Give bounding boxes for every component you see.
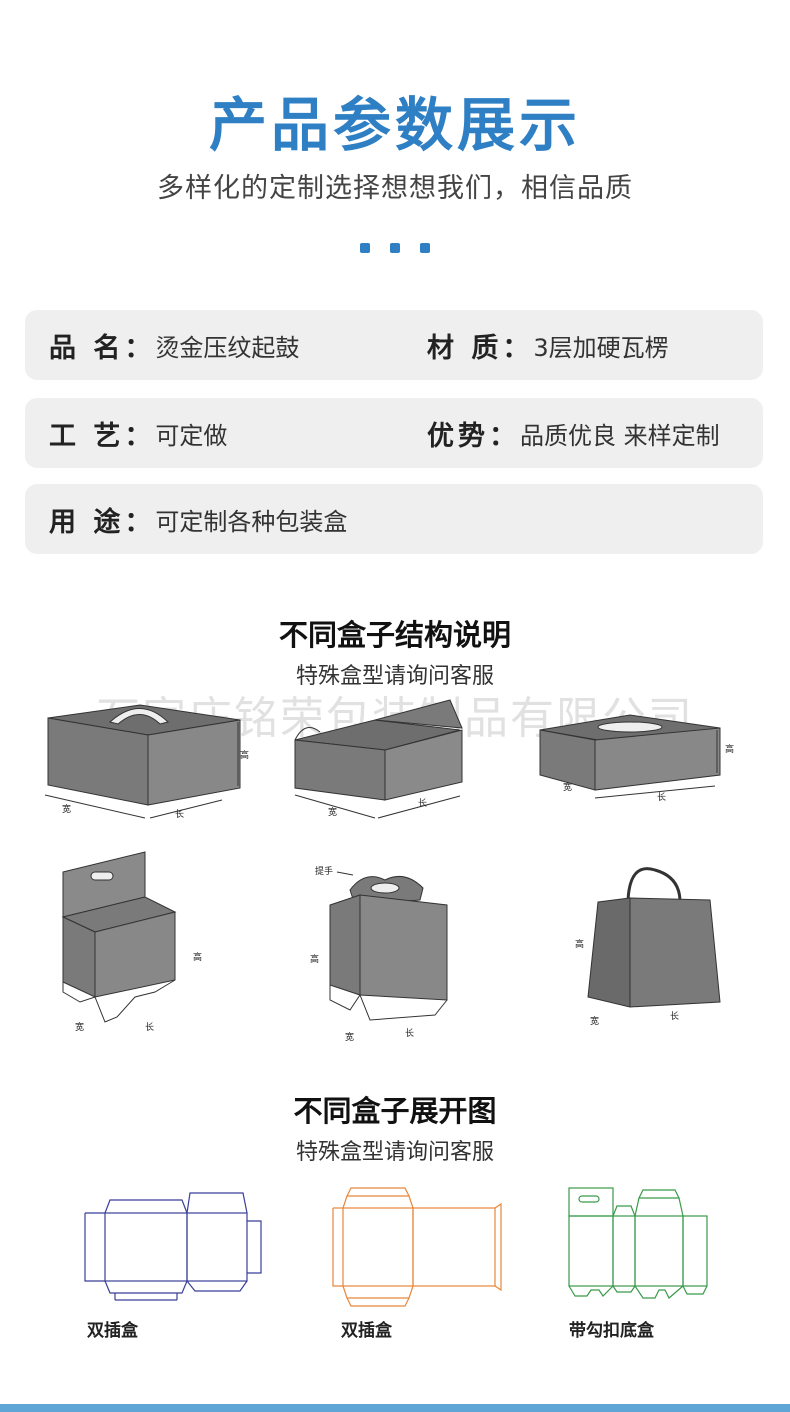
- label-length: 长: [670, 1010, 679, 1022]
- param-key: 品 名：: [49, 332, 156, 364]
- label-height: 高: [240, 749, 249, 761]
- param-value: 可定做: [155, 421, 228, 450]
- param-value: 3层加硬瓦楞: [533, 333, 669, 362]
- box-illustration-handle-lid: 高 宽 长: [44, 704, 249, 820]
- label-height: 高: [193, 951, 202, 963]
- label-length: 长: [418, 797, 427, 809]
- label-length: 长: [405, 1027, 414, 1039]
- page-subtitle: 多样化的定制选择想想我们，相信品质: [157, 173, 633, 204]
- unfold-subtitle: 特殊盒型请询问客服: [295, 1140, 494, 1165]
- param-value: 品质优良 来样定制: [520, 421, 720, 450]
- label-length: 长: [657, 791, 666, 803]
- label-width: 宽: [75, 1021, 84, 1033]
- param-usage: 用 途： 可定制各种包装盒: [49, 484, 347, 554]
- structure-subtitle: 特殊盒型请询问客服: [295, 664, 494, 689]
- param-row: 品 名： 烫金压纹起鼓 材 质： 3层加硬瓦楞: [25, 310, 763, 380]
- param-row: 用 途： 可定制各种包装盒: [25, 484, 763, 554]
- param-row: 工 艺： 可定做 优势： 品质优良 来样定制: [25, 398, 763, 468]
- param-key: 优势：: [427, 420, 520, 452]
- page-title: 产品参数展示: [208, 91, 581, 159]
- dieline-hook-bottom-green: [568, 1187, 708, 1299]
- label-width: 宽: [345, 1031, 354, 1043]
- dieline-double-tuck-orange: [332, 1187, 502, 1307]
- param-key: 用 途：: [49, 506, 156, 538]
- label-handle: 提手: [315, 865, 333, 877]
- dot: [420, 243, 430, 253]
- box-illustration-flap: 宽 长: [294, 699, 463, 819]
- param-material: 材 质： 3层加硬瓦楞: [427, 310, 669, 380]
- param-product-name: 品 名： 烫金压纹起鼓: [49, 310, 299, 380]
- caption-double-tuck-1: 双插盒: [87, 1321, 138, 1341]
- param-value: 可定制各种包装盒: [155, 507, 348, 536]
- box-illustration-tissue: 高 宽 长: [539, 714, 734, 803]
- caption-double-tuck-2: 双插盒: [341, 1321, 392, 1341]
- label-length: 长: [175, 808, 184, 820]
- caption-hook-bottom: 带勾扣底盒: [569, 1321, 654, 1341]
- box-illustration-bag: 高 宽 长: [575, 867, 721, 1027]
- param-value: 烫金压纹起鼓: [155, 333, 300, 362]
- param-key: 工 艺：: [49, 420, 156, 452]
- bottom-accent-bar: [0, 1404, 790, 1412]
- label-height: 高: [575, 938, 584, 950]
- box-illustration-hanger: 高 宽 长: [61, 851, 202, 1033]
- dot: [390, 243, 400, 253]
- label-width: 宽: [62, 803, 71, 815]
- label-height: 高: [310, 953, 319, 965]
- param-craft: 工 艺： 可定做: [49, 398, 227, 468]
- dieline-double-tuck-blue: [84, 1192, 262, 1301]
- decorative-dots: [0, 243, 790, 253]
- box-illustration-carry: 提手 高 宽 长: [310, 865, 448, 1043]
- structure-title: 不同盒子结构说明: [278, 618, 511, 652]
- label-width: 宽: [328, 806, 337, 818]
- unfold-title: 不同盒子展开图: [293, 1094, 497, 1128]
- label-height: 高: [725, 743, 734, 755]
- param-key: 材 质：: [427, 332, 534, 364]
- label-width: 宽: [563, 781, 572, 793]
- label-length: 长: [145, 1021, 154, 1033]
- dot: [360, 243, 370, 253]
- param-advantage: 优势： 品质优良 来样定制: [427, 398, 720, 468]
- label-width: 宽: [590, 1015, 599, 1027]
